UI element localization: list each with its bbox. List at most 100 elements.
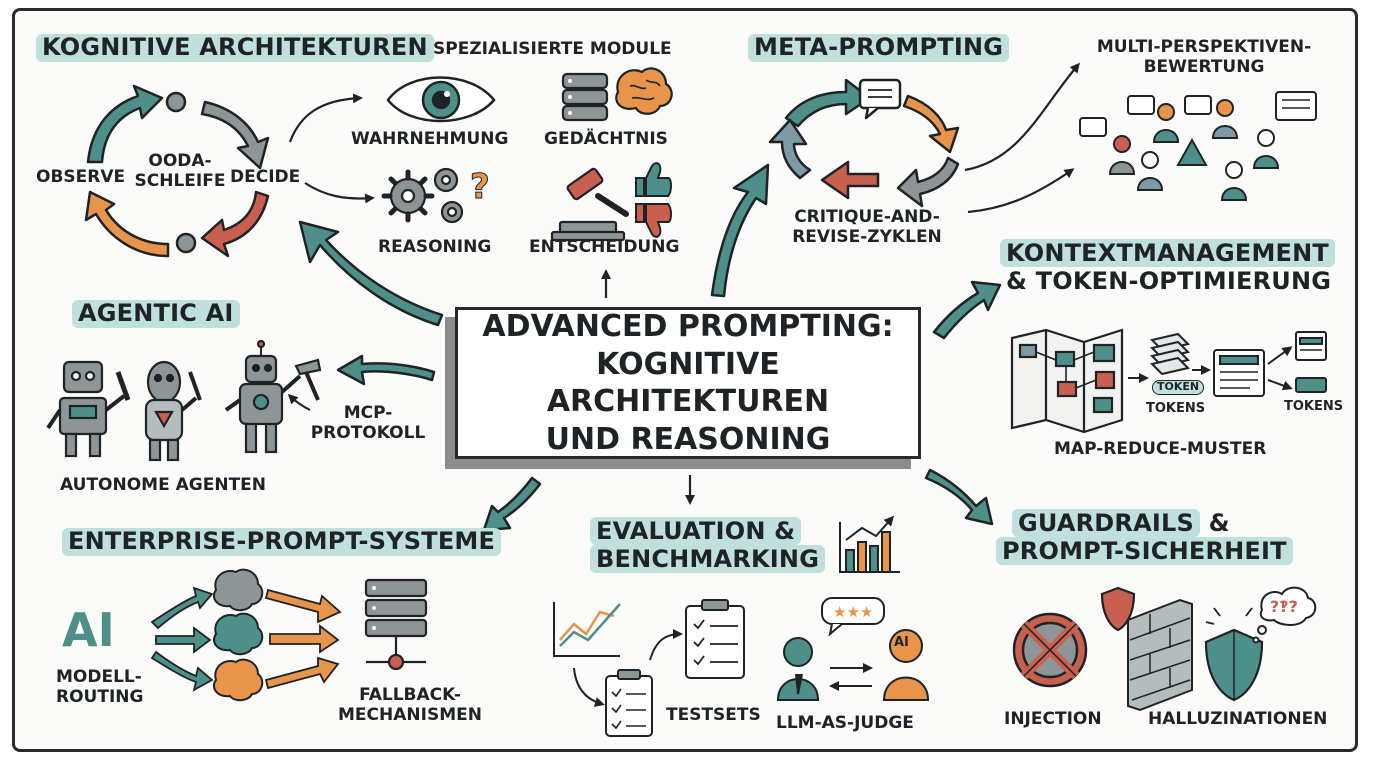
mcp-line1: MCP-	[343, 403, 393, 423]
modell-label: MODELL- ROUTING	[56, 667, 144, 707]
line-chart-icon	[553, 602, 621, 657]
arrow-to-reasoning	[304, 182, 375, 204]
gavel-icon	[550, 167, 629, 242]
modell-line1: MODELL-	[56, 667, 142, 687]
module-title: SPEZIALISIERTE MODULE	[433, 39, 672, 59]
wahrnehmung-label: WAHRNEHMUNG	[351, 129, 509, 149]
brain-icons-routing	[212, 568, 264, 702]
arrow-to-enterprise	[482, 476, 542, 532]
central-title-line1: ADVANCED PROMPTING:	[482, 309, 894, 344]
injection-label: INJECTION	[1004, 709, 1102, 729]
entscheidung-label: ENTSCHEIDUNG	[529, 237, 680, 257]
evaluation-title-line1: EVALUATION &	[590, 517, 802, 545]
gedaechtnis-label: GEDÄCHTNIS	[544, 129, 668, 149]
reasoning-label: REASONING	[378, 237, 492, 257]
svg-text:★★★: ★★★	[833, 603, 873, 621]
mcp-line2: PROTOKOLL	[310, 422, 426, 443]
bar-chart-icon	[839, 515, 900, 573]
evaluation-title-line2: BENCHMARKING	[590, 544, 826, 573]
map-reduce-label: MAP-REDUCE-MUSTER	[1054, 439, 1267, 459]
ooda-label: OODA- SCHLEIFE	[128, 151, 232, 191]
routing-arrows-teal	[150, 586, 214, 692]
arrow-to-kognitive	[298, 220, 444, 327]
kognitive-title: KOGNITIVE ARCHITEKTUREN	[36, 33, 434, 62]
ai-badge: AI	[894, 635, 909, 650]
question-marks: ?‽?	[1270, 597, 1298, 616]
evaluation-title: EVALUATION & BENCHMARKING	[590, 517, 826, 573]
arrow-to-meta	[710, 163, 770, 298]
kontext-title-line1: KONTEXTMANAGEMENT	[1000, 239, 1335, 267]
agentic-title: AGENTIC AI	[72, 299, 240, 328]
judge-figures: ★★★	[776, 597, 930, 701]
observe-label: OBSERVE	[36, 167, 126, 187]
fallback-line1: FALLBACK-	[359, 685, 461, 705]
testsets-label: TESTSETS	[666, 705, 761, 725]
guardrails-title: GUARDRAILS & PROMPT-SICHERHEIT	[996, 509, 1293, 565]
guardrails-title-part2: &	[1208, 509, 1230, 537]
central-topic-box: ADVANCED PROMPTING: KOGNITIVE ARCHITEKTU…	[455, 307, 921, 459]
multi-label: MULTI-PERSPEKTIVEN- BEWERTUNG	[1085, 37, 1323, 77]
decide-label: DECIDE	[230, 167, 301, 187]
central-title-line3: UND REASONING	[545, 421, 831, 457]
summary-doc-icon	[1213, 331, 1327, 397]
question-mark-icon: ?	[470, 167, 490, 207]
thought-cloud	[1205, 586, 1317, 644]
shield-icons	[1100, 586, 1264, 702]
autonome-label: AUTONOME AGENTEN	[60, 475, 267, 495]
database-icon	[561, 72, 609, 122]
arrow-to-kontext	[932, 280, 1002, 340]
enterprise-title: ENTERPRISE-PROMPT-SYSTEME	[62, 527, 502, 556]
token-stack-icon	[1150, 332, 1190, 376]
map-reduce-arrows	[1128, 346, 1293, 391]
mcp-arrow	[287, 393, 311, 411]
guardrails-title-part1: GUARDRAILS	[1012, 509, 1200, 537]
guardrails-title-line2: PROMPT-SICHERHEIT	[996, 536, 1293, 565]
fallback-label: FALLBACK- MECHANISMEN	[330, 685, 490, 725]
critique-line1: CRITIQUE-AND-	[794, 207, 940, 227]
kontext-title: KONTEXTMANAGEMENT & TOKEN-OPTIMIERUNG	[1000, 239, 1335, 295]
gears-icon	[381, 167, 464, 224]
injection-icon	[1012, 612, 1088, 688]
evaluation-arrows	[573, 629, 873, 707]
central-title-line2: KOGNITIVE ARCHITEKTUREN	[546, 346, 830, 420]
tokens-label-2: TOKENS	[1284, 399, 1344, 414]
arrow-to-wahrnehmung	[288, 93, 363, 143]
clipboard-icons	[605, 599, 745, 737]
eye-icon	[386, 76, 496, 123]
critique-line2: REVISE-ZYKLEN	[792, 226, 942, 247]
meta-title: META-PROMPTING	[748, 33, 1010, 62]
llm-judge-label: LLM-AS-JUDGE	[776, 713, 914, 733]
ooda-line1: OODA-	[148, 151, 212, 171]
ooda-loop	[84, 84, 270, 258]
multi-line2: BEWERTUNG	[1143, 56, 1265, 77]
thin-arrows	[288, 62, 1080, 505]
modell-line2: ROUTING	[56, 686, 144, 707]
thumbs-down-icon	[635, 203, 672, 238]
server-icon	[364, 578, 428, 671]
people-group	[1079, 91, 1317, 201]
routing-arrows-orange	[264, 588, 342, 690]
kontext-title-line2: & TOKEN-OPTIMIERUNG	[1006, 266, 1332, 295]
arrow-to-guardrails	[924, 468, 994, 526]
fallback-line2: MECHANISMEN	[338, 704, 482, 725]
wall-icon	[1127, 598, 1193, 712]
multi-line1: MULTI-PERSPEKTIVEN-	[1096, 37, 1312, 57]
arrow-to-agentic	[336, 354, 436, 386]
mcp-label: MCP- PROTOKOLL	[306, 403, 430, 443]
tokens-label-1: TOKENS	[1146, 401, 1206, 416]
arrow-to-people	[967, 168, 1075, 214]
brain-icon-memory	[615, 67, 673, 115]
critique-label: CRITIQUE-AND- REVISE-ZYKLEN	[782, 207, 952, 247]
ooda-line2: SCHLEIFE	[134, 170, 226, 191]
robots-group	[46, 339, 322, 462]
context-map-icon	[1010, 328, 1124, 434]
ai-logo: AI	[62, 603, 115, 657]
halluzinationen-label: HALLUZINATIONEN	[1148, 709, 1328, 729]
thumbs-up-icon	[635, 162, 672, 197]
connector-arrows	[298, 163, 1002, 532]
token-badge: TOKEN	[1152, 380, 1205, 395]
arrow-to-multi	[964, 62, 1080, 172]
meta-cycle	[768, 78, 960, 208]
